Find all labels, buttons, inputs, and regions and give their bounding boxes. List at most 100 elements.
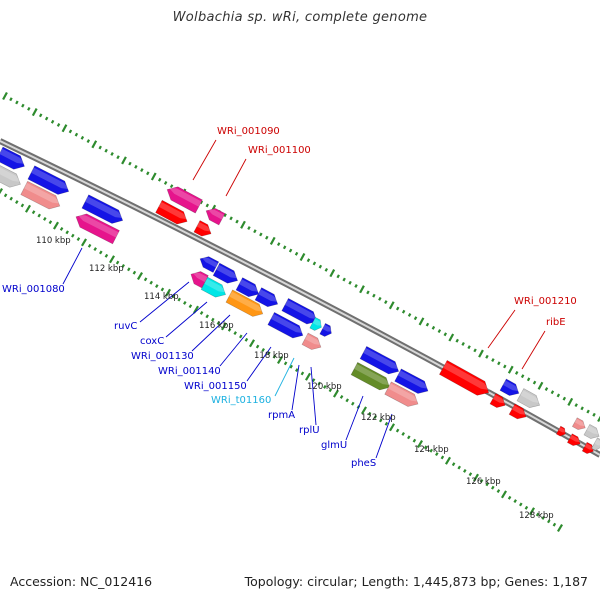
inner-tick [80,238,88,247]
outer-tick [312,261,317,266]
inner-tick [164,288,172,297]
gene-label: WRi_001090 [217,126,280,137]
outer-tick [91,140,98,149]
gene-label: WRi_001080 [2,284,65,295]
outer-tick [128,161,132,166]
inner-tick [541,515,545,520]
gene-arrow-shine [492,394,507,404]
outer-tick [348,280,352,285]
gene-arrow [200,276,226,298]
outer-tick [425,322,430,327]
inner-tick [444,456,452,465]
outer-tick [2,91,8,101]
gene-arrow [508,403,527,420]
outer-tick [169,184,174,189]
outer-tick [342,277,346,282]
gene-arrow-shine [196,221,213,232]
inner-tick [429,448,433,453]
gene-arrow-shine [520,390,541,404]
inner-tick [379,418,383,423]
inner-tick [233,331,237,336]
inner-tick [451,462,456,467]
inner-tick [177,297,181,302]
outer-tick [163,181,168,185]
outer-tick [413,316,418,321]
outer-tick [384,300,388,305]
gene-arrow [571,417,586,430]
outer-tick [497,361,501,366]
outer-tick [503,364,507,369]
gene-arrow-shine [201,256,219,268]
gene-label: WRi_001210 [514,296,577,307]
inner-tick [373,415,377,420]
label-leader [165,301,208,338]
gene-label: rplU [299,425,320,436]
outer-tick [407,313,412,317]
inner-tick [491,485,495,490]
inner-tick [227,327,232,332]
outer-tick [329,269,336,278]
gene-arrow [301,332,322,350]
inner-tick [332,389,340,398]
inner-tick [328,388,333,393]
label-leader [191,314,231,352]
outer-tick [140,168,144,172]
outer-tick [38,113,43,118]
outer-tick [235,219,239,224]
kbp-label: 110 kbp [36,236,71,246]
inner-tick [171,294,176,299]
gene-label: ribE [546,317,566,328]
inner-tick [267,351,271,356]
outer-tick [443,332,448,337]
inner-tick [513,499,517,504]
inner-tick [496,489,501,493]
gene-arrow [75,213,120,245]
inner-tick [155,284,159,289]
outer-tick [98,145,102,150]
inner-tick [440,455,445,460]
outer-tick [299,252,306,262]
inner-tick [317,381,321,386]
gene-track [0,146,600,454]
inner-tick [0,188,4,195]
label-leader [139,281,190,323]
outer-tick [306,258,311,263]
outer-tick [288,248,293,253]
inner-tick [500,490,508,499]
outer-tick [597,415,600,423]
gene-arrow-shine [31,167,70,190]
inner-tick [248,339,256,348]
gene-label: WRi_t01160 [211,395,271,406]
inner-tick [132,270,137,275]
inner-tick [48,220,53,225]
gene-arrow [254,287,279,308]
outer-tick [372,293,376,298]
outer-tick [532,380,537,385]
inner-tick [136,272,144,280]
gene-arrow-shine [354,363,391,386]
outer-tick [223,213,227,218]
gene-arrow-shine [270,313,305,334]
outer-tick [580,406,584,411]
outer-tick [121,156,127,165]
outer-tick [104,148,108,153]
label-leader [345,395,364,441]
inner-tick [31,210,36,215]
gene-arrow-shine [284,299,319,320]
outer-tick [388,301,395,310]
gene-label: pheS [351,458,376,469]
inner-tick [388,423,396,432]
gene-arrow-shine [0,166,22,183]
inner-tick [20,203,25,208]
label-leaders [62,139,546,459]
gene-arrow-shine [258,289,279,303]
gene-arrow-shine [207,208,225,220]
outer-tick [537,381,544,390]
inner-tick [24,204,32,213]
inner-tick [220,322,228,331]
gene-arrow-shine [304,334,323,346]
outer-tick [86,139,91,144]
outer-tick [240,220,246,229]
inner-tick [272,354,277,359]
gene-arrow-shine [363,347,400,370]
